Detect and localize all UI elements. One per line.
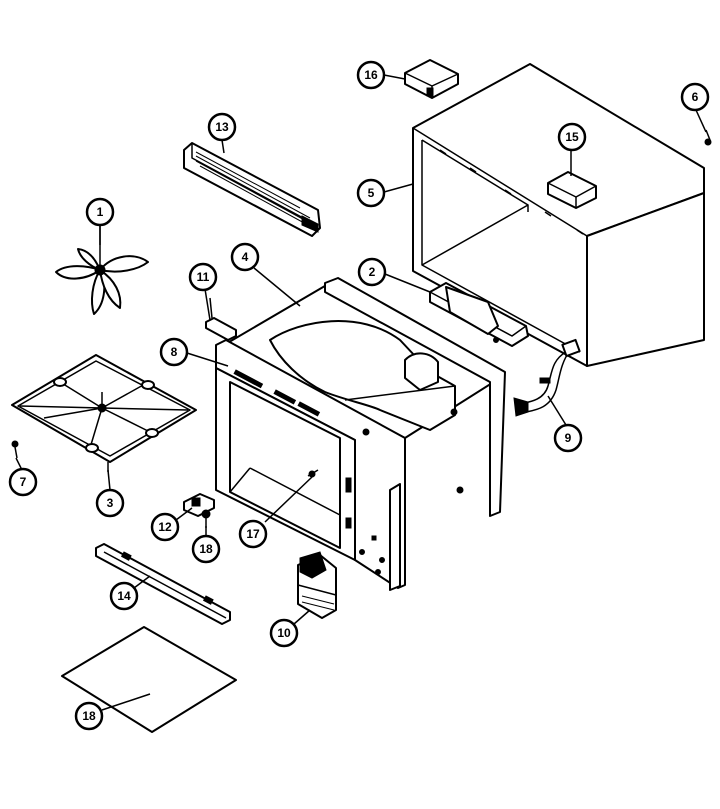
leader-lines bbox=[15, 74, 707, 711]
callout-18-small-label: 18 bbox=[199, 542, 213, 556]
callout-11: 11 bbox=[188, 262, 218, 292]
part-5-outer-cabinet bbox=[412, 63, 705, 367]
part-16-bracket bbox=[404, 59, 459, 99]
callout-14: 14 bbox=[109, 581, 139, 611]
part-2-top-bracket bbox=[429, 282, 529, 347]
callout-10-label: 10 bbox=[277, 626, 291, 640]
callout-5: 5 bbox=[356, 178, 386, 208]
callout-2-label: 2 bbox=[369, 265, 376, 279]
callout-2: 2 bbox=[357, 257, 387, 287]
callout-8-label: 8 bbox=[171, 345, 178, 359]
callout-16: 16 bbox=[356, 60, 386, 90]
callout-13: 13 bbox=[207, 112, 237, 142]
callout-1: 1 bbox=[85, 197, 115, 227]
callout-13-label: 13 bbox=[215, 120, 229, 134]
part-11-clip bbox=[205, 297, 237, 341]
callout-16-label: 16 bbox=[364, 68, 378, 82]
part-18-screw bbox=[201, 509, 211, 528]
callout-18-large: 18 bbox=[74, 701, 104, 731]
part-14-door-strip bbox=[95, 543, 231, 625]
callout-4: 4 bbox=[230, 242, 260, 272]
callout-15: 15 bbox=[557, 122, 587, 152]
callout-3: 3 bbox=[95, 488, 125, 518]
callout-3-label: 3 bbox=[107, 496, 114, 510]
callout-12-label: 12 bbox=[158, 520, 172, 534]
callout-14-label: 14 bbox=[117, 589, 131, 603]
callout-18-small: 18 bbox=[191, 534, 221, 564]
part-17-stud bbox=[307, 469, 319, 478]
callout-6-label: 6 bbox=[692, 90, 699, 104]
callout-15-label: 15 bbox=[565, 130, 579, 144]
part-10-control-bracket bbox=[297, 551, 337, 619]
callout-9-label: 9 bbox=[565, 431, 572, 445]
part-7-screw bbox=[11, 440, 19, 459]
callout-8: 8 bbox=[159, 337, 189, 367]
callout-17-label: 17 bbox=[246, 527, 260, 541]
callout-5-label: 5 bbox=[368, 186, 375, 200]
callout-4-label: 4 bbox=[242, 250, 249, 264]
part-15-bracket bbox=[547, 171, 597, 209]
callout-11-label: 11 bbox=[197, 270, 210, 284]
part-18-bottom-plate bbox=[61, 626, 237, 733]
callout-9: 9 bbox=[553, 423, 583, 453]
part-1-fan-blade bbox=[55, 225, 149, 315]
callout-12: 12 bbox=[150, 512, 180, 542]
callout-18-large-label: 18 bbox=[82, 709, 96, 723]
callout-7-label: 7 bbox=[20, 475, 27, 489]
callout-10: 10 bbox=[269, 618, 299, 648]
callout-6: 6 bbox=[680, 82, 710, 112]
callout-17: 17 bbox=[238, 519, 268, 549]
callout-7: 7 bbox=[8, 467, 38, 497]
part-4-oven-cavity bbox=[215, 277, 506, 591]
callout-1-label: 1 bbox=[97, 205, 104, 219]
part-3-turntable-support bbox=[11, 354, 197, 472]
part-13-vent-grille bbox=[183, 142, 321, 237]
part-6-screw bbox=[704, 129, 712, 146]
part-9-wire-harness bbox=[513, 338, 581, 417]
